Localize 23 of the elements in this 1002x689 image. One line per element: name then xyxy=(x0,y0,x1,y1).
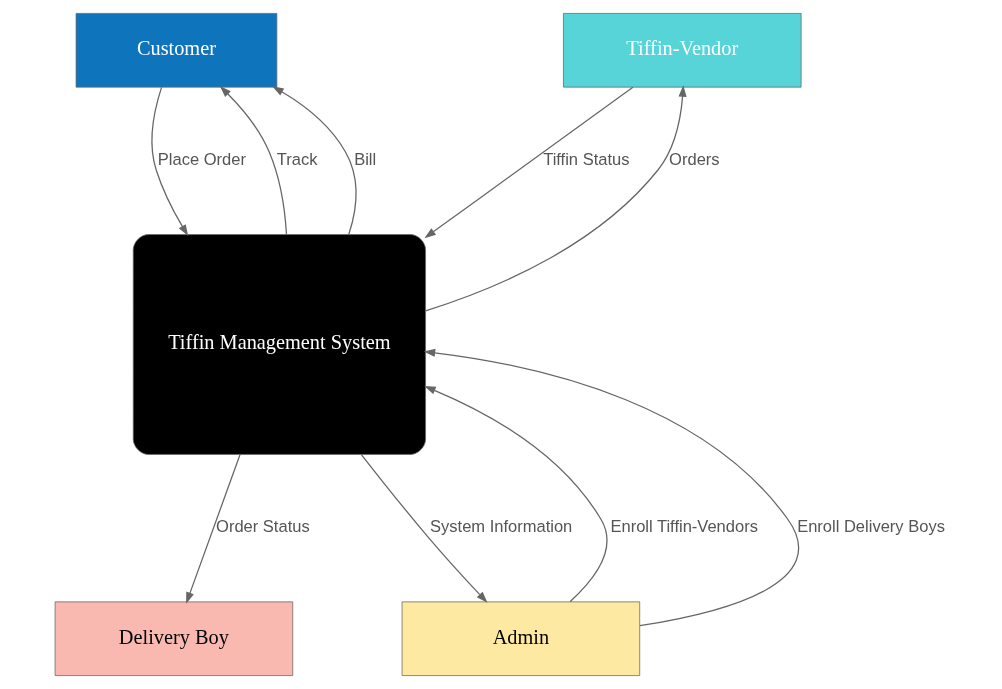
arrow xyxy=(150,86,188,237)
edge-label: Bill xyxy=(353,150,376,170)
edge-label: Place Order xyxy=(157,150,246,170)
node-box: Tiffin-Vendor xyxy=(562,13,801,88)
arrow xyxy=(423,348,799,627)
node-box: Customer xyxy=(75,13,277,88)
edge-label: Enroll Delivery Boys xyxy=(796,517,945,537)
node-box: Delivery Boy xyxy=(54,601,293,676)
node-box: Admin xyxy=(401,601,640,676)
edge-label: Tiffin Status xyxy=(542,150,629,170)
edge-label: Enroll Tiffin-Vendors xyxy=(609,517,758,537)
edge-label: Order Status xyxy=(215,517,310,537)
arrow xyxy=(219,86,287,235)
arrow xyxy=(271,86,357,236)
edge-label: Track xyxy=(276,150,318,170)
edge-label: System Information xyxy=(429,517,572,537)
arrow xyxy=(360,454,487,603)
arrow xyxy=(423,86,634,239)
edge-label: Orders xyxy=(668,150,720,170)
arrow xyxy=(424,85,687,312)
node-box: Tiffin Management System xyxy=(132,234,426,455)
arrow xyxy=(423,386,607,603)
arrow xyxy=(185,454,241,604)
